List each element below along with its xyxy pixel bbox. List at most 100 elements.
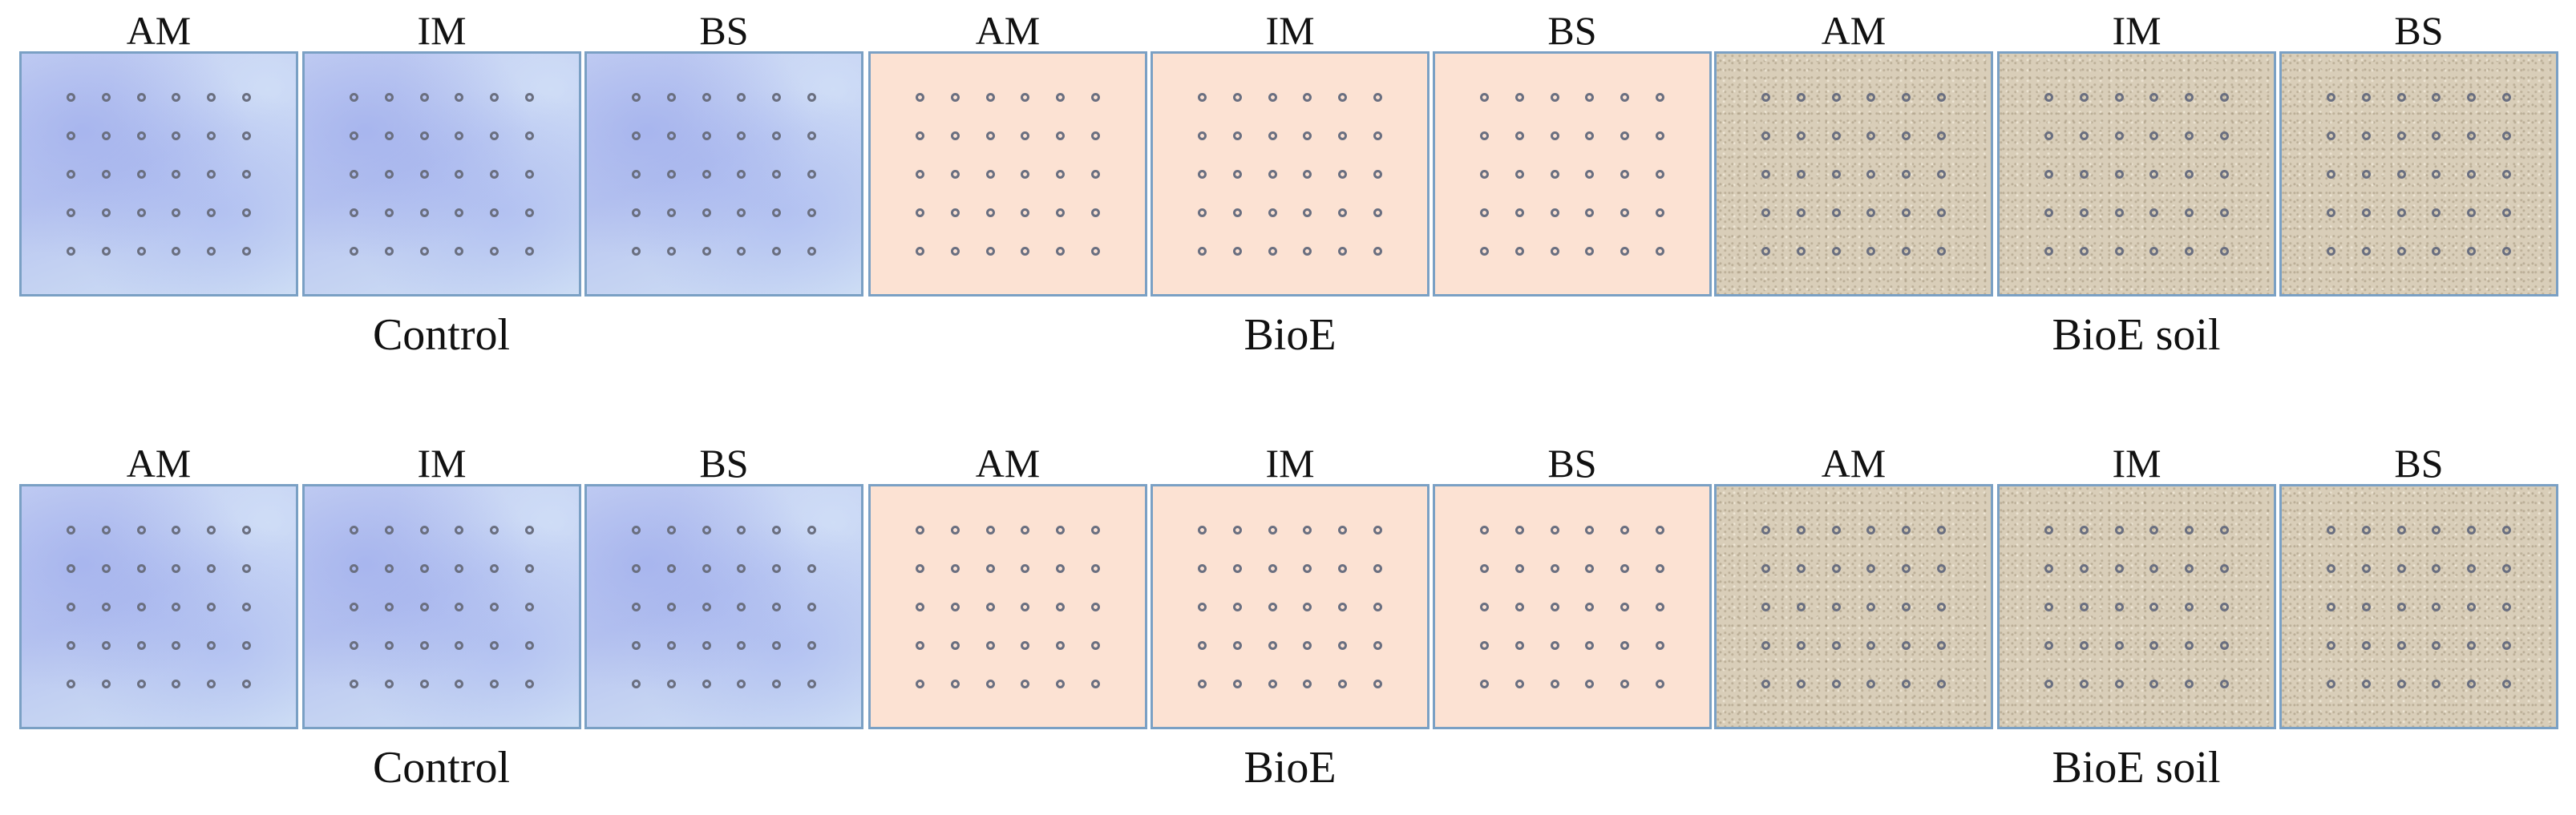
sampling-point	[737, 169, 746, 179]
sampling-point	[1831, 208, 1841, 217]
sampling-point	[1620, 246, 1629, 256]
sampling-point	[524, 208, 534, 217]
sampling-point	[807, 169, 816, 179]
sampling-point	[2114, 640, 2124, 650]
sampling-point	[1480, 169, 1490, 179]
sampling-point	[2079, 525, 2089, 535]
sampling-point	[2184, 679, 2194, 688]
sampling-point	[1232, 169, 1242, 179]
sampling-point	[419, 640, 429, 650]
sampling-point	[916, 679, 925, 688]
sampling-point	[2149, 640, 2159, 650]
sampling-point	[1232, 208, 1242, 217]
sampling-point	[2432, 169, 2441, 179]
sampling-point	[2361, 602, 2371, 611]
sampling-point	[384, 525, 394, 535]
plot-panel-soil-im	[1997, 51, 2276, 297]
sampling-point	[1655, 525, 1664, 535]
sampling-point	[1514, 208, 1524, 217]
plot-panel-soil-im	[1997, 484, 2276, 729]
sampling-point	[1337, 169, 1347, 179]
sampling-point	[1796, 92, 1806, 102]
sampling-point-grid	[2032, 78, 2242, 270]
sampling-point	[101, 169, 111, 179]
sampling-point	[1480, 208, 1490, 217]
sampling-point	[2044, 679, 2054, 688]
sampling-point	[916, 246, 925, 256]
sampling-point	[524, 92, 534, 102]
sampling-point	[985, 208, 995, 217]
plot-label-am: AM	[126, 441, 192, 486]
plot-label-bs: BS	[699, 8, 749, 53]
sampling-point	[2466, 563, 2476, 573]
sampling-point	[2327, 208, 2336, 217]
sampling-point	[737, 131, 746, 140]
sampling-point	[2396, 169, 2406, 179]
sampling-point	[1936, 563, 1946, 573]
sampling-point	[2396, 208, 2406, 217]
sampling-point	[2466, 246, 2476, 256]
sampling-point	[1796, 131, 1806, 140]
sampling-point	[172, 679, 181, 688]
sampling-point	[2044, 92, 2054, 102]
plot-panel-soil-am	[1714, 484, 1993, 729]
sampling-point	[455, 92, 464, 102]
sampling-point	[950, 563, 960, 573]
sampling-point	[2219, 92, 2229, 102]
sampling-point	[206, 640, 216, 650]
sampling-point	[1268, 208, 1277, 217]
sampling-point	[2466, 92, 2476, 102]
sampling-point	[1796, 602, 1806, 611]
sampling-point	[1620, 602, 1629, 611]
sampling-point	[384, 640, 394, 650]
sampling-point	[807, 525, 816, 535]
sampling-point	[2149, 679, 2159, 688]
sampling-point	[1090, 92, 1100, 102]
sampling-point	[2184, 602, 2194, 611]
sampling-point	[666, 640, 676, 650]
sampling-point	[2327, 640, 2336, 650]
sampling-point-grid	[1749, 78, 1959, 270]
sampling-point	[1021, 602, 1030, 611]
sampling-point	[455, 246, 464, 256]
sampling-point	[101, 131, 111, 140]
sampling-point	[1021, 679, 1030, 688]
sampling-point	[1585, 92, 1595, 102]
sampling-point-grid	[619, 510, 829, 703]
sampling-point	[384, 169, 394, 179]
sampling-point	[172, 131, 181, 140]
sampling-point	[807, 679, 816, 688]
sampling-point	[2219, 602, 2229, 611]
sampling-point	[807, 563, 816, 573]
treatment-label-control: Control	[372, 310, 511, 360]
sampling-point	[384, 246, 394, 256]
sampling-point	[1090, 679, 1100, 688]
sampling-point	[1514, 169, 1524, 179]
sampling-point	[702, 563, 711, 573]
sampling-point	[455, 169, 464, 179]
sampling-point	[1761, 208, 1771, 217]
sampling-point	[985, 131, 995, 140]
sampling-point	[1831, 679, 1841, 688]
sampling-point	[771, 131, 781, 140]
sampling-point	[1232, 92, 1242, 102]
sampling-point	[2466, 679, 2476, 688]
sampling-point	[1090, 640, 1100, 650]
sampling-point	[1866, 563, 1876, 573]
sampling-point	[632, 679, 641, 688]
sampling-point	[1055, 169, 1065, 179]
sampling-point-grid	[337, 510, 547, 703]
sampling-point	[524, 246, 534, 256]
sampling-point	[1514, 602, 1524, 611]
sampling-point	[350, 169, 359, 179]
sampling-point	[771, 169, 781, 179]
sampling-point	[1796, 525, 1806, 535]
sampling-point	[1936, 679, 1946, 688]
sampling-point	[384, 208, 394, 217]
sampling-point	[2184, 92, 2194, 102]
sampling-point	[419, 602, 429, 611]
plot-panel-control-bs	[584, 484, 863, 729]
sampling-point	[916, 169, 925, 179]
sampling-point	[241, 602, 251, 611]
sampling-point	[2361, 131, 2371, 140]
